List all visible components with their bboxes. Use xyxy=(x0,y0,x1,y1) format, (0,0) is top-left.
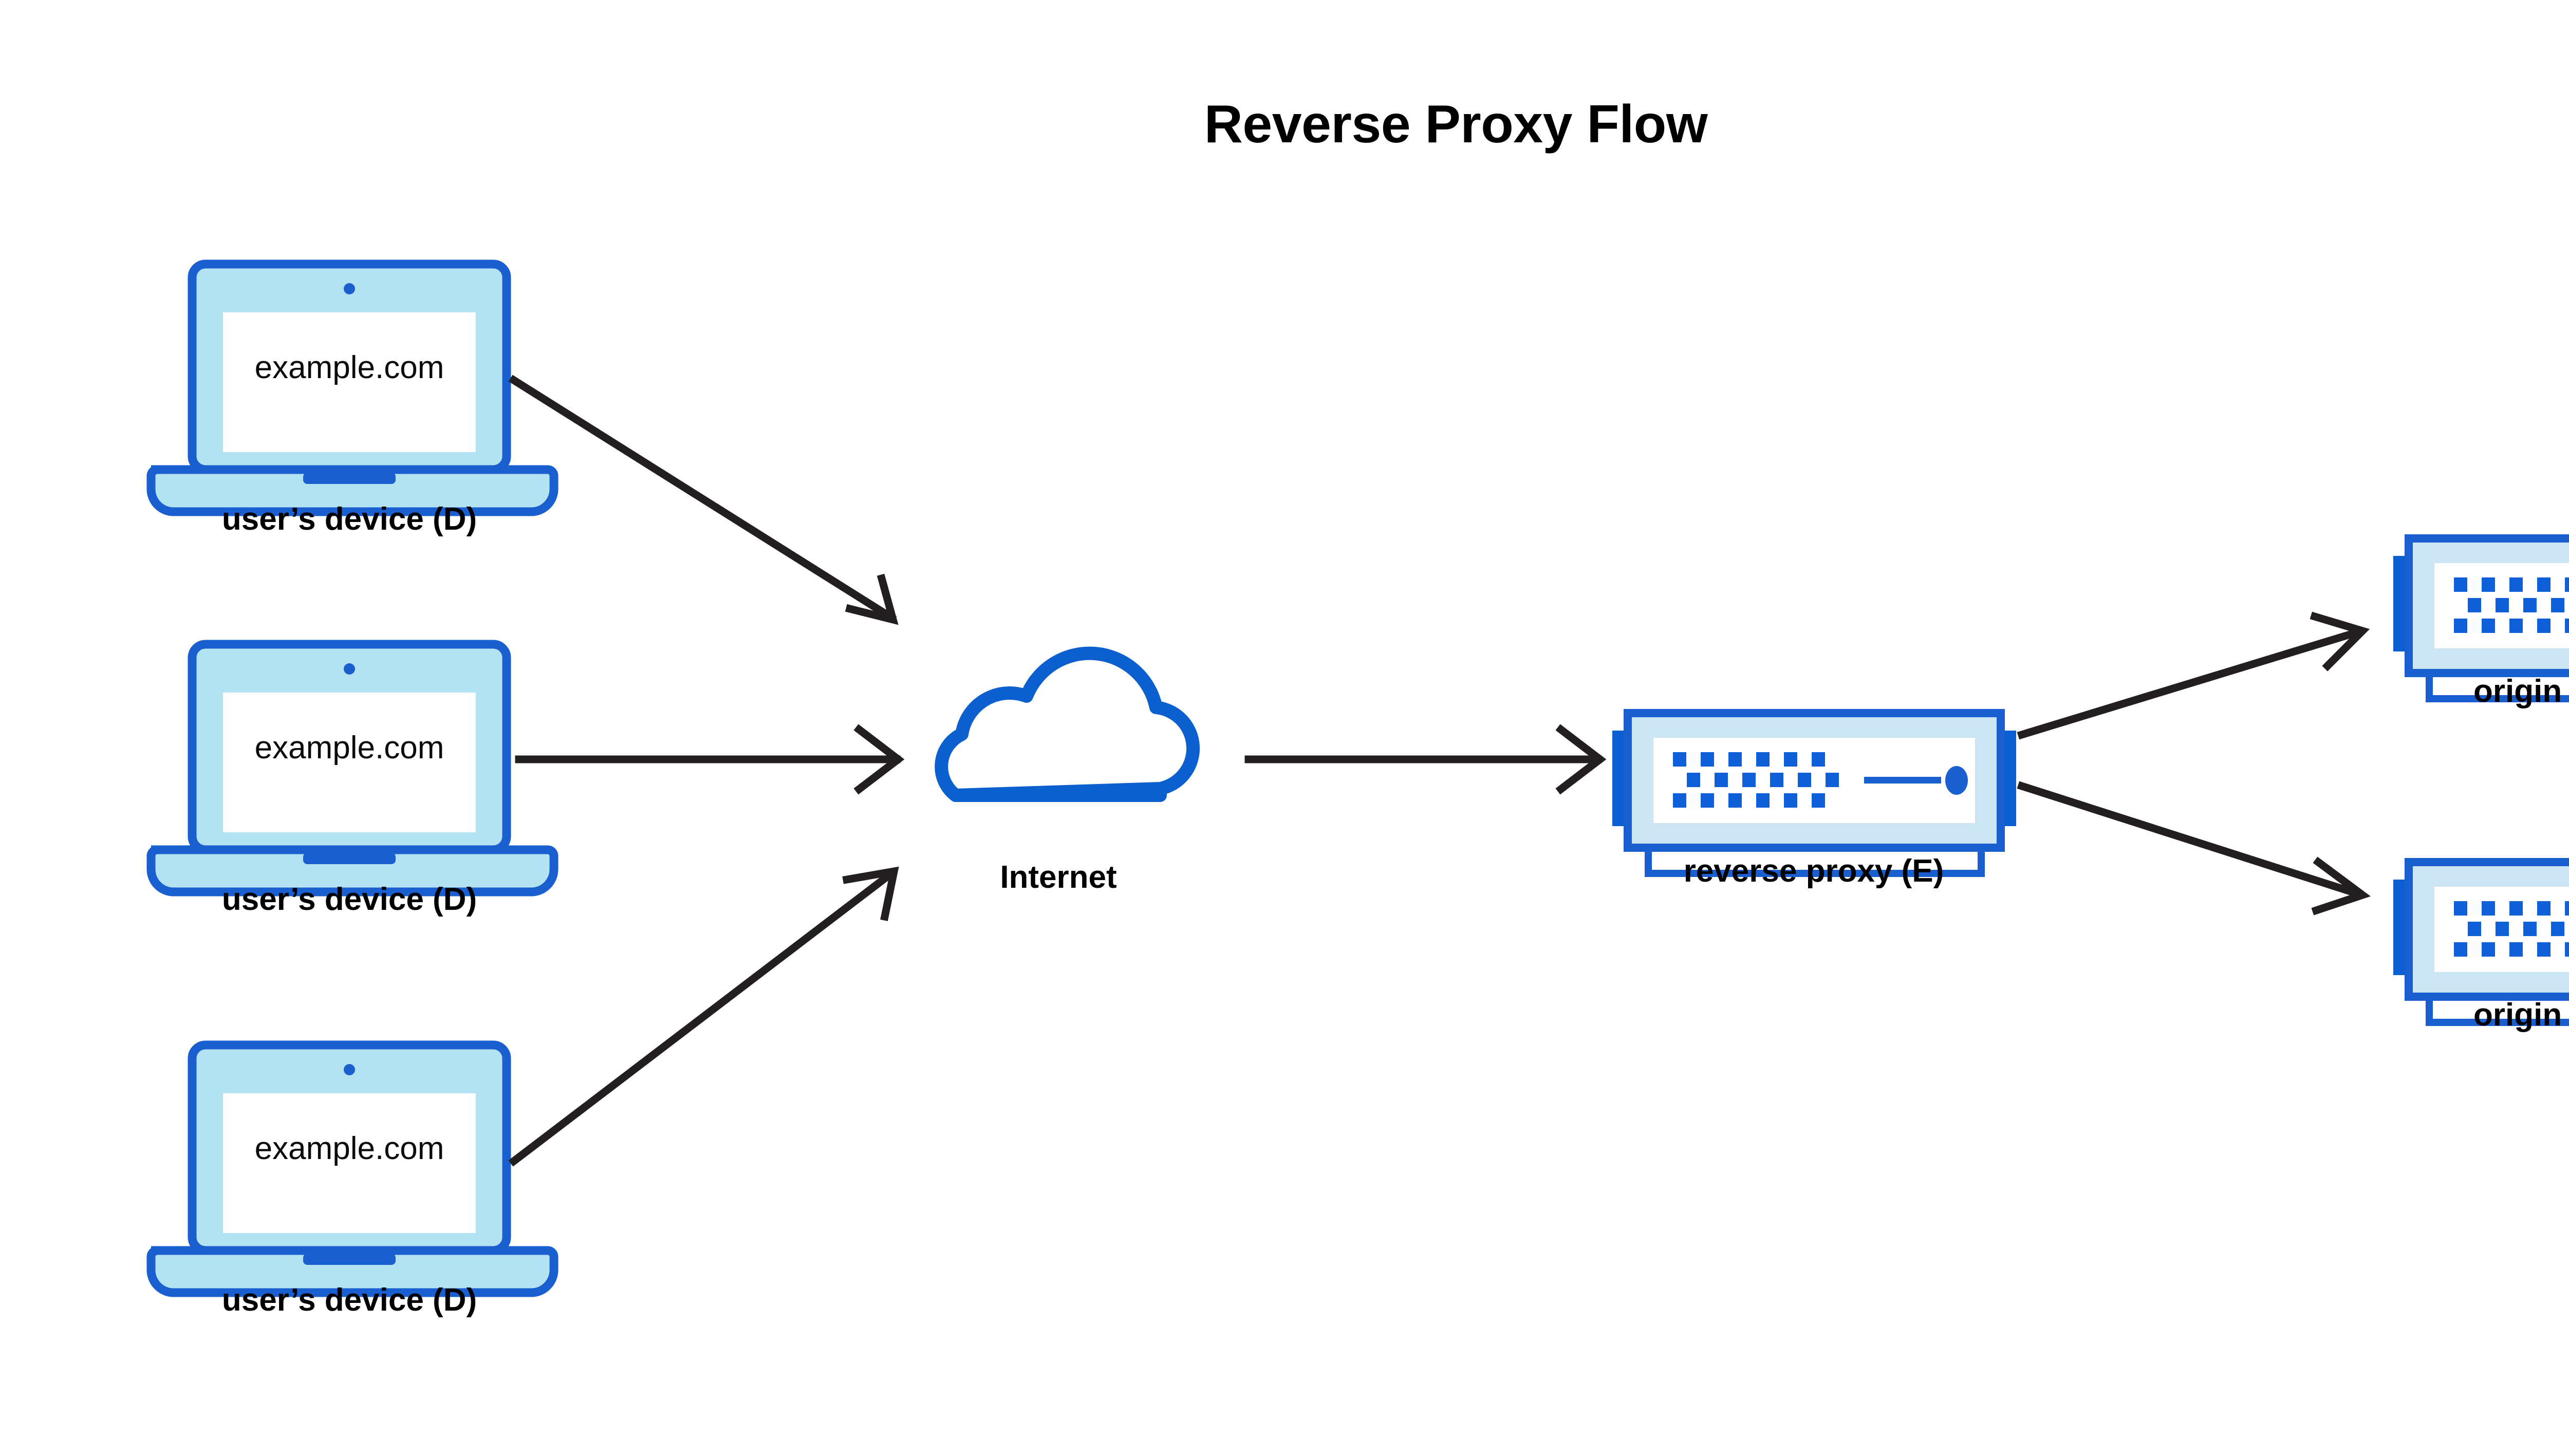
laptop-icon-device-bottom[interactable] xyxy=(151,1045,554,1293)
screen-text-device-bottom: example.com xyxy=(254,1131,444,1166)
screen-text-device-middle: example.com xyxy=(254,730,444,766)
server-icon-reverse-proxy[interactable] xyxy=(1612,713,2016,873)
cloud-icon-internet[interactable] xyxy=(941,654,1193,795)
page-title: Reverse Proxy Flow xyxy=(1204,95,1708,154)
label-reverse-proxy: reverse proxy (E) xyxy=(1683,853,1944,889)
label-device-top: user’s device (D) xyxy=(221,501,477,537)
label-origin-top: origin server (F) xyxy=(2473,674,2569,709)
arrow-device-middle-to-internet xyxy=(515,724,905,795)
label-device-bottom: user’s device (D) xyxy=(221,1282,477,1318)
screen-text-device-top: example.com xyxy=(254,350,444,385)
arrow-device-bottom-to-internet xyxy=(508,866,899,1167)
arrow-device-top-to-internet xyxy=(508,375,899,625)
label-internet: Internet xyxy=(1000,860,1117,895)
arrow-reverse-proxy-to-origin-top xyxy=(2017,611,2370,740)
label-origin-bottom: origin server (F) xyxy=(2473,997,2569,1033)
label-device-middle: user’s device (D) xyxy=(221,882,477,917)
laptop-icon-device-middle[interactable] xyxy=(151,644,554,892)
laptop-icon-device-top[interactable] xyxy=(151,264,554,512)
arrow-internet-to-reverse-proxy xyxy=(1244,724,1607,795)
arrow-reverse-proxy-to-origin-bottom xyxy=(2017,781,2371,916)
